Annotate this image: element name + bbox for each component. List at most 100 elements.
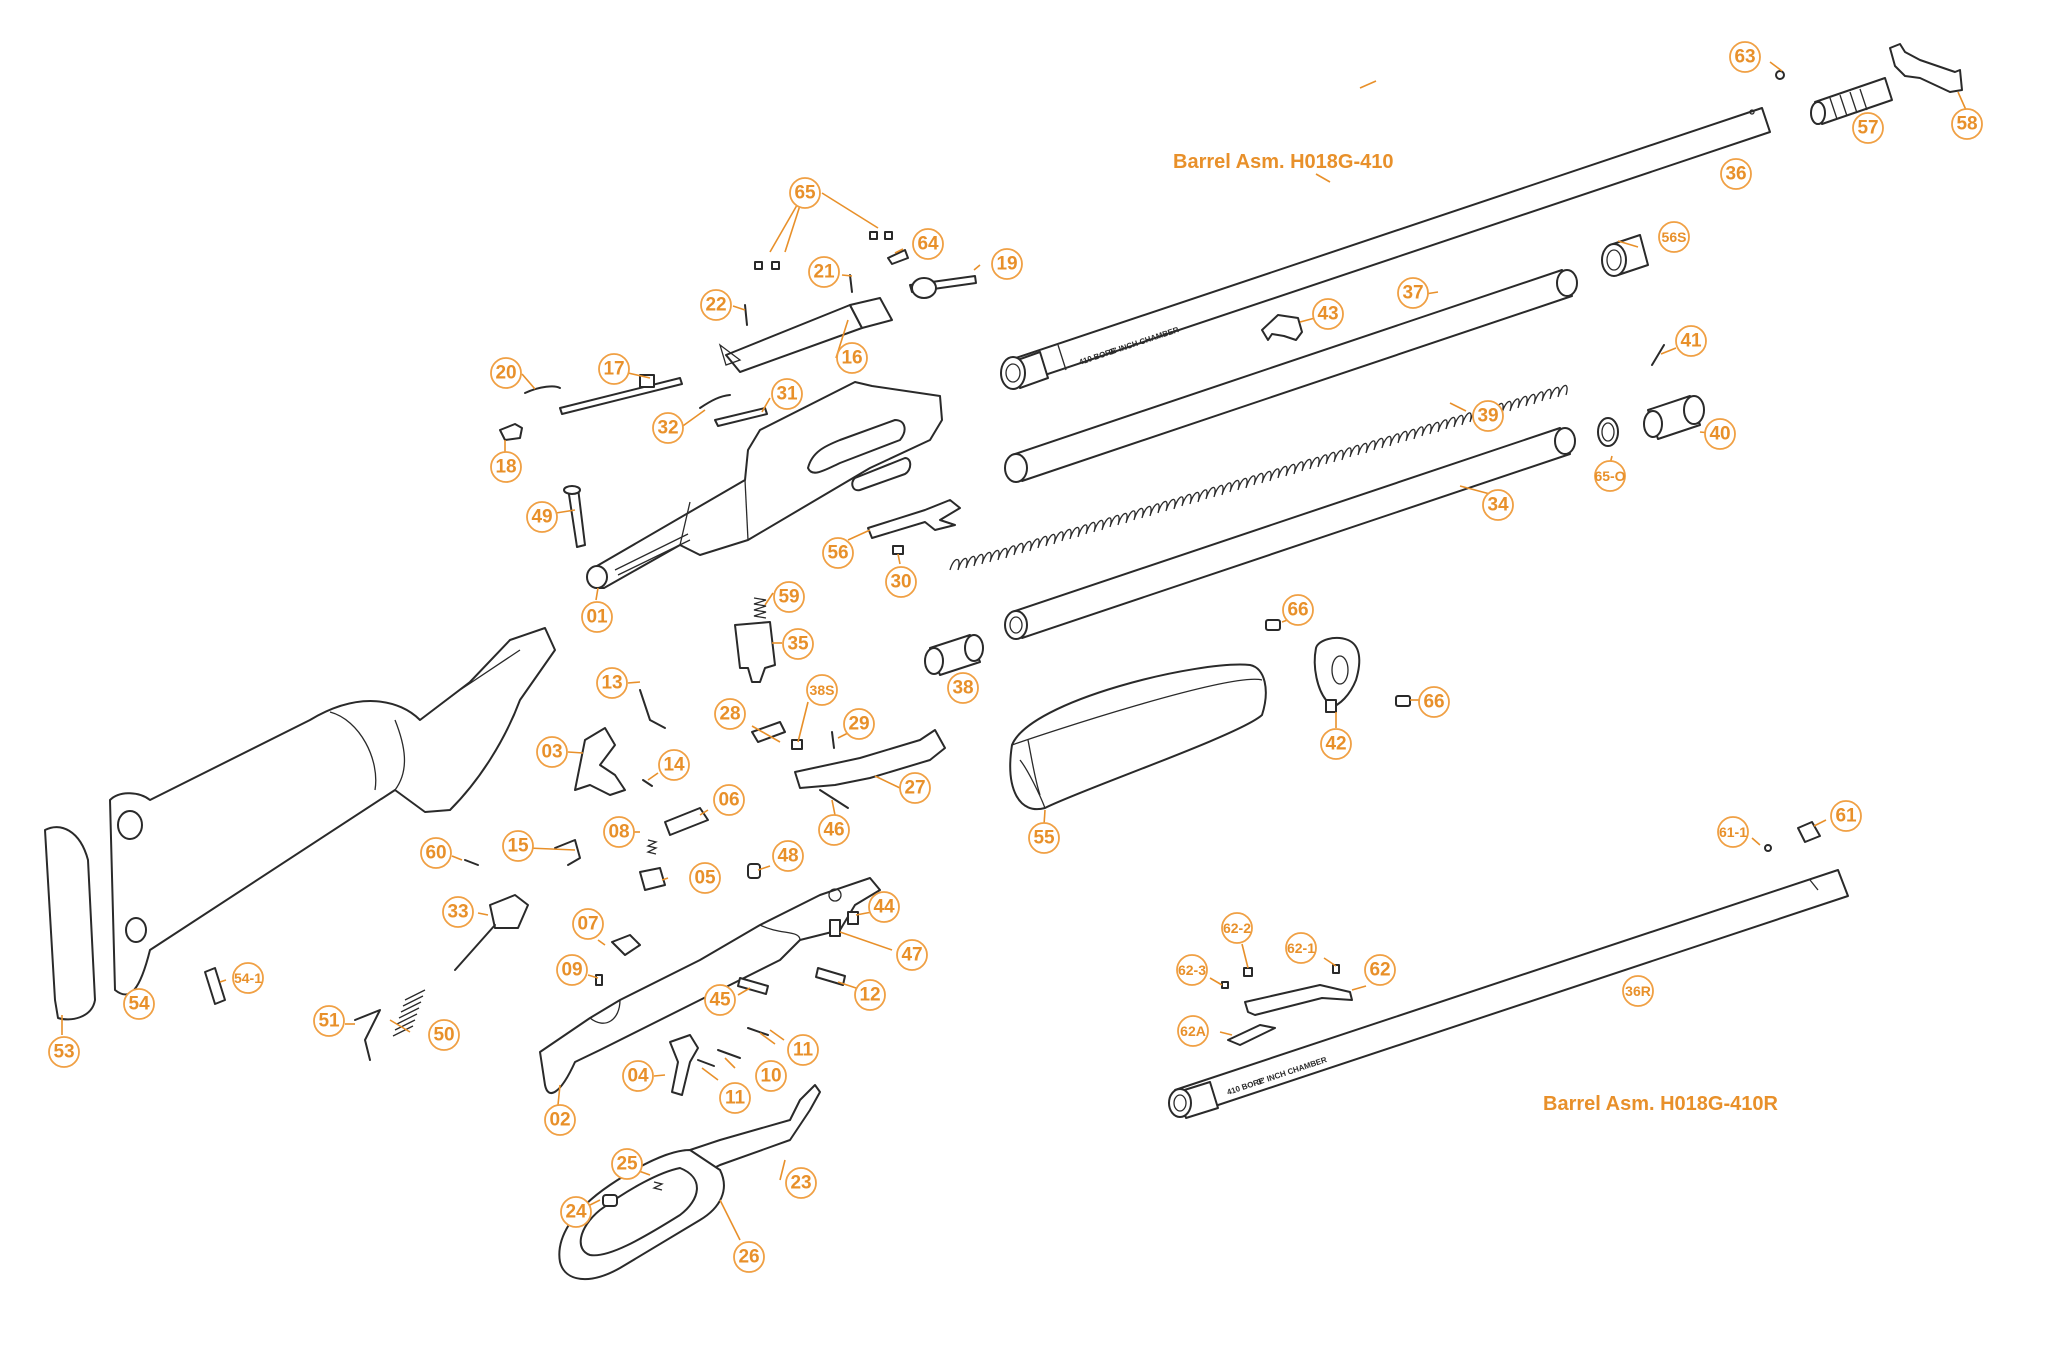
callout-39[interactable]: 39	[1472, 400, 1504, 432]
part-41-pin	[1651, 344, 1665, 366]
callout-11-a-label: 11	[793, 1040, 814, 1061]
callout-66-a[interactable]: 66	[1282, 594, 1314, 626]
callout-35[interactable]: 35	[782, 628, 814, 660]
callout-44[interactable]: 44	[868, 891, 900, 923]
callout-13[interactable]: 13	[596, 667, 628, 699]
callout-48[interactable]: 48	[772, 840, 804, 872]
callout-24[interactable]: 24	[560, 1196, 592, 1228]
callout-20[interactable]: 20	[490, 357, 522, 389]
callout-19[interactable]: 19	[991, 248, 1023, 280]
callout-61[interactable]: 61	[1830, 800, 1862, 832]
callout-24-label: 24	[565, 1202, 587, 1223]
callout-19-label: 19	[996, 254, 1017, 275]
callout-43-label: 43	[1317, 304, 1338, 325]
part-62a-spring	[1227, 1024, 1276, 1046]
callout-33[interactable]: 33	[442, 896, 474, 928]
callout-16[interactable]: 16	[836, 342, 868, 374]
callout-21[interactable]: 21	[808, 256, 840, 288]
callout-54[interactable]: 54	[123, 988, 155, 1020]
callout-37[interactable]: 37	[1397, 277, 1429, 309]
callout-49[interactable]: 49	[526, 501, 558, 533]
part-65-screw-b	[771, 261, 780, 270]
callout-09[interactable]: 09	[556, 954, 588, 986]
callout-02[interactable]: 02	[544, 1104, 576, 1136]
callout-18[interactable]: 18	[490, 451, 522, 483]
callout-58[interactable]: 58	[1951, 108, 1983, 140]
callout-62-3[interactable]: 62-3	[1176, 954, 1208, 986]
callout-36[interactable]: 36	[1720, 158, 1752, 190]
callout-54-1[interactable]: 54-1	[232, 962, 264, 994]
callout-11-b-label: 11	[725, 1088, 746, 1109]
callout-15[interactable]: 15	[502, 830, 534, 862]
callout-03[interactable]: 03	[536, 736, 568, 768]
callout-22[interactable]: 22	[700, 289, 732, 321]
callout-27[interactable]: 27	[899, 772, 931, 804]
callout-34[interactable]: 34	[1482, 489, 1514, 521]
part-62-2-clip	[1243, 967, 1253, 977]
callout-10[interactable]: 10	[755, 1060, 787, 1092]
callout-43[interactable]: 43	[1312, 298, 1344, 330]
callout-56s[interactable]: 56S	[1658, 221, 1690, 253]
callout-55[interactable]: 55	[1028, 822, 1060, 854]
callout-12[interactable]: 12	[854, 979, 886, 1011]
callout-59[interactable]: 59	[773, 581, 805, 613]
part-40-plug	[1643, 395, 1705, 440]
callout-65[interactable]: 65	[789, 177, 821, 209]
part-56s-band	[1601, 234, 1649, 277]
callout-46[interactable]: 46	[818, 814, 850, 846]
callout-30[interactable]: 30	[885, 566, 917, 598]
callout-63[interactable]: 63	[1729, 41, 1761, 73]
callout-05[interactable]: 05	[689, 862, 721, 894]
callout-51[interactable]: 51	[313, 1005, 345, 1037]
callout-61-1[interactable]: 61-1	[1717, 816, 1749, 848]
callout-62a[interactable]: 62A	[1177, 1015, 1209, 1047]
callout-11-b[interactable]: 11	[719, 1082, 751, 1114]
assembly-label-top: Barrel Asm. H018G-410	[1173, 151, 1394, 173]
callout-28[interactable]: 28	[714, 698, 746, 730]
callout-66-b[interactable]: 66	[1418, 686, 1450, 718]
callout-06[interactable]: 06	[713, 784, 745, 816]
callout-65-o[interactable]: 65-O	[1594, 460, 1626, 492]
part-49-pin	[563, 485, 586, 548]
callout-25[interactable]: 25	[611, 1148, 643, 1180]
callout-41[interactable]: 41	[1675, 325, 1707, 357]
callout-62-1[interactable]: 62-1	[1285, 932, 1317, 964]
callout-17[interactable]: 17	[598, 353, 630, 385]
callout-53-label: 53	[53, 1042, 74, 1063]
callout-62[interactable]: 62	[1364, 954, 1396, 986]
callout-31[interactable]: 31	[771, 378, 803, 410]
part-27-carrier	[794, 729, 946, 789]
callout-14[interactable]: 14	[658, 749, 690, 781]
callout-23[interactable]: 23	[785, 1167, 817, 1199]
callout-57[interactable]: 57	[1852, 112, 1884, 144]
callout-40[interactable]: 40	[1704, 418, 1736, 450]
callout-01[interactable]: 01	[581, 601, 613, 633]
callout-38s[interactable]: 38S	[806, 674, 838, 706]
callout-53[interactable]: 53	[48, 1036, 80, 1068]
callout-42[interactable]: 42	[1320, 728, 1352, 760]
callout-47[interactable]: 47	[896, 939, 928, 971]
callout-62-2[interactable]: 62-2	[1221, 912, 1253, 944]
callout-08[interactable]: 08	[603, 816, 635, 848]
callout-18-label: 18	[495, 457, 516, 478]
callout-56[interactable]: 56	[822, 537, 854, 569]
part-24-plunger	[602, 1194, 618, 1207]
callout-36r[interactable]: 36R	[1622, 975, 1654, 1007]
callout-04[interactable]: 04	[622, 1060, 654, 1092]
callout-11-a[interactable]: 11	[787, 1034, 819, 1066]
part-11-pin-a	[747, 1027, 769, 1036]
callout-29[interactable]: 29	[843, 708, 875, 740]
callout-45[interactable]: 45	[704, 984, 736, 1016]
callout-32[interactable]: 32	[652, 412, 684, 444]
part-48-nut	[747, 863, 761, 879]
callout-50[interactable]: 50	[428, 1019, 460, 1051]
callout-65-o-label: 65-O	[1594, 468, 1625, 484]
callout-27-label: 27	[904, 778, 925, 799]
part-58-bracket	[1889, 43, 1963, 93]
callout-60[interactable]: 60	[420, 837, 452, 869]
callout-47-label: 47	[901, 945, 922, 966]
callout-64[interactable]: 64	[912, 228, 944, 260]
callout-38[interactable]: 38	[947, 672, 979, 704]
callout-26[interactable]: 26	[733, 1241, 765, 1273]
callout-07[interactable]: 07	[572, 908, 604, 940]
